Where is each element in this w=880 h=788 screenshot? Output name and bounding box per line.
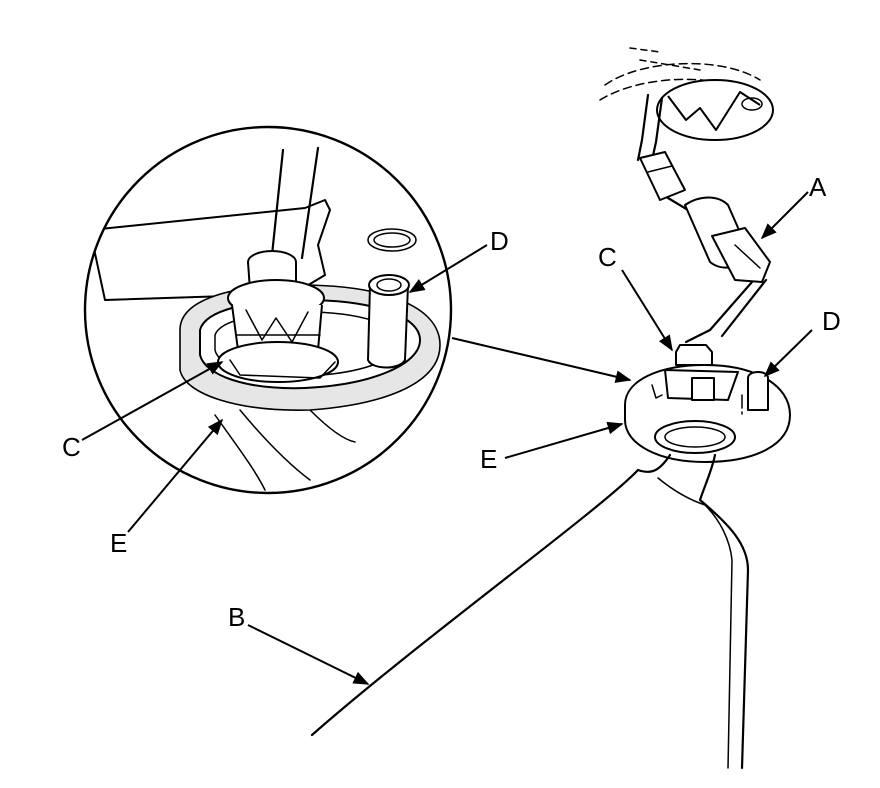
callout-d-main: D [822, 306, 841, 336]
main-view [310, 47, 791, 770]
callout-c-detail: C [62, 432, 81, 462]
harness-connector-a [639, 151, 771, 344]
callout-a: A [809, 172, 827, 202]
grommet-assembly [624, 344, 791, 463]
callout-e-main: E [480, 444, 497, 474]
callout-e-detail: E [110, 528, 127, 558]
detail-circle-outline [83, 125, 453, 495]
detail-view [83, 125, 453, 495]
callout-c-main: C [598, 242, 617, 272]
post-d-main [747, 371, 769, 411]
connector-c-main [675, 344, 713, 366]
callout-d-detail: D [490, 226, 509, 256]
callout-b: B [228, 602, 245, 632]
panel-hole [367, 228, 417, 252]
post-d [367, 284, 409, 369]
detail-to-main-arrow [451, 337, 632, 383]
leader-lines [81, 191, 813, 685]
top-mount [599, 47, 774, 162]
hose-b [310, 453, 750, 770]
